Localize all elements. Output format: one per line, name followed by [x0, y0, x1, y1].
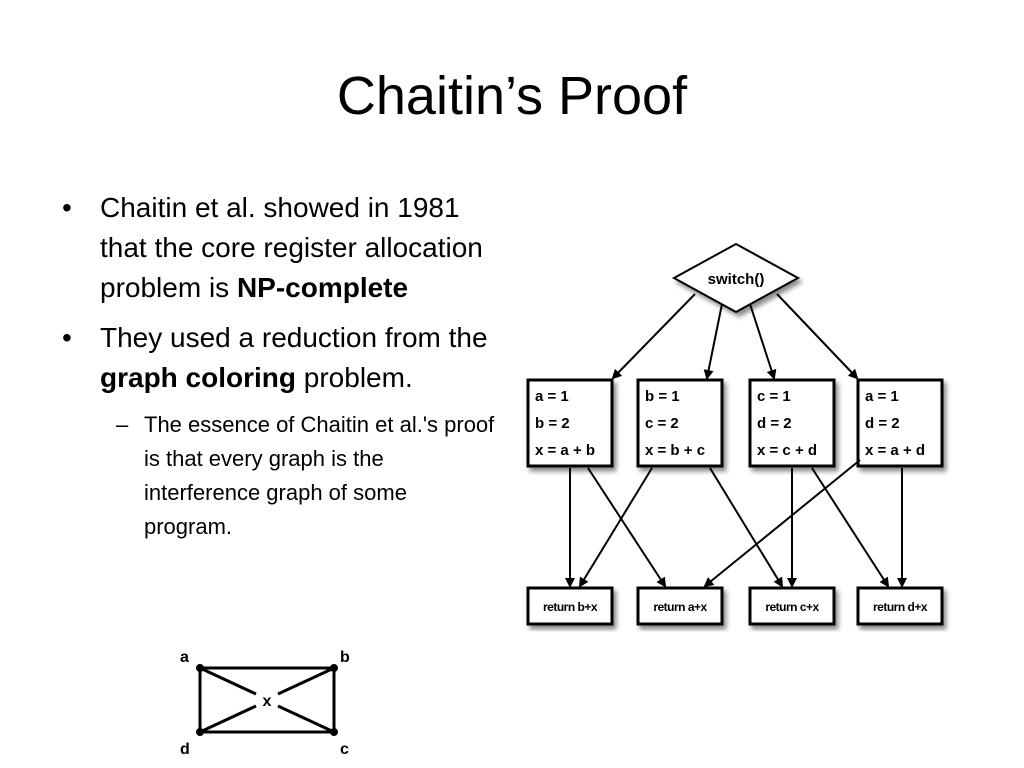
block-1-line-1: a = 1 [535, 388, 569, 405]
block-4: a = 1 d = 2 x = a + d [856, 378, 944, 468]
node-d [196, 728, 204, 736]
block-2: b = 1 c = 2 x = b + c [636, 378, 724, 468]
node-d-label: d [180, 741, 190, 758]
bullet-mark: • [62, 322, 72, 353]
bullet-1-text: Chaitin et al. showed in 1981 that the c… [100, 192, 483, 303]
return-4: return d+x [856, 586, 944, 626]
node-c-label: c [340, 741, 349, 758]
switch-edges [611, 293, 859, 380]
graph-edges [198, 666, 336, 734]
cfg-diagram: switch() a = 1 b = 2 x = a + b b = 1 c =… [526, 242, 944, 626]
bullet-2-bold: graph coloring [100, 362, 296, 393]
subbullet-mark: – [116, 412, 129, 437]
node-b [330, 664, 338, 672]
block-4-line-2: d = 2 [865, 415, 900, 432]
block-1: a = 1 b = 2 x = a + b [526, 378, 614, 468]
bullet-1: • Chaitin et al. showed in 1981 that the… [58, 188, 498, 308]
bullet-2-text: They used a reduction from the [100, 322, 488, 353]
block-1-line-2: b = 2 [535, 415, 570, 432]
node-c [330, 728, 338, 736]
interference-graph: a b c d x [180, 649, 350, 758]
block-3: c = 1 d = 2 x = c + d [748, 378, 836, 468]
return-edges [565, 459, 907, 588]
subbullet-1-text: The essence of Chaitin et al.'s proof is… [144, 412, 495, 539]
block-4-line-1: a = 1 [865, 388, 899, 405]
bullet-1-bold: NP-complete [236, 272, 409, 303]
bullet-2-tail: problem. [296, 362, 413, 393]
bullet-list: • Chaitin et al. showed in 1981 that the… [58, 188, 498, 544]
switch-node [671, 242, 801, 314]
return-2: return a+x [636, 586, 724, 626]
block-2-line-2: c = 2 [645, 415, 679, 432]
block-3-line-1: c = 1 [757, 388, 791, 405]
block-3-line-3: x = c + d [757, 442, 817, 459]
return-4-label: return d+x [873, 600, 928, 614]
node-a [196, 664, 204, 672]
block-2-line-3: x = b + c [645, 442, 705, 459]
return-1: return b+x [526, 586, 614, 626]
slide-title: Chaitin’s Proof [336, 66, 688, 126]
return-3-label: return c+x [765, 600, 819, 614]
subbullet-1: – The essence of Chaitin et al.'s proof … [58, 408, 498, 544]
return-1-label: return b+x [543, 600, 598, 614]
return-3: return c+x [748, 586, 836, 626]
block-1-line-3: x = a + b [535, 442, 595, 459]
block-4-line-3: x = a + d [865, 442, 925, 459]
node-a-label: a [180, 649, 189, 666]
block-3-line-2: d = 2 [757, 415, 792, 432]
block-2-line-1: b = 1 [645, 388, 680, 405]
return-2-label: return a+x [653, 600, 707, 614]
bullet-2: • They used a reduction from the graph c… [58, 318, 498, 398]
bullet-mark: • [62, 192, 72, 223]
switch-label: switch() [708, 271, 765, 288]
node-x-label: x [263, 693, 272, 710]
node-b-label: b [340, 649, 350, 666]
